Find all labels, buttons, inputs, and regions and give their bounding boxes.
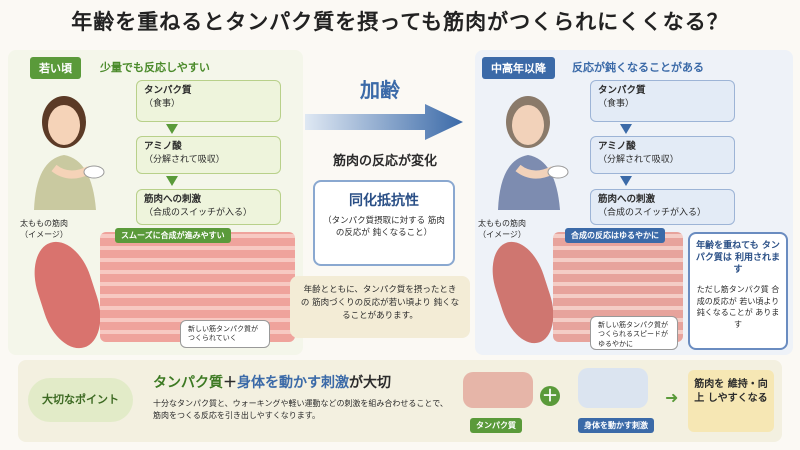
- older-note: 反応が鈍くなることがある: [572, 61, 704, 74]
- key-point-badge-text: 大切なポイント: [42, 393, 119, 406]
- older-tag: 中高年以降: [482, 57, 555, 79]
- headline-end: が大切: [349, 375, 391, 391]
- page-title: 年齢を重ねるとタンパク質を摂っても筋肉がつくられにくくなる？: [71, 10, 729, 34]
- young-woman-illustration: [34, 96, 105, 210]
- result-text: 筋肉を 維持・向上 しやすくなる: [694, 379, 768, 404]
- young-tag: 若い頃: [30, 57, 81, 79]
- result-box: 筋肉を 維持・向上 しやすくなる: [688, 370, 774, 432]
- exercise-label: 身体を動かす刺激: [578, 418, 654, 433]
- young-step-amino-title: アミノ酸: [144, 141, 182, 152]
- headline-exercise: 身体を動かす刺激: [237, 375, 349, 391]
- young-arrow-1: [166, 124, 178, 134]
- older-step-stimulus: 筋肉への刺激 （合成のスイッチが入る）: [590, 189, 735, 225]
- older-muscle-label-sub: （イメージ）: [478, 230, 526, 239]
- young-step-protein-sub: （食事）: [144, 98, 181, 109]
- aging-label: 加齢: [360, 78, 400, 102]
- result-arrow-icon: ➜: [665, 388, 679, 407]
- headline-protein: タンパク質: [153, 375, 223, 391]
- food-label: タンパク質: [470, 418, 522, 433]
- young-step-protein-title: タンパク質: [144, 85, 192, 96]
- older-step-amino-title: アミノ酸: [598, 141, 636, 152]
- change-label: 筋肉の反応が変化: [332, 154, 437, 169]
- aging-arrow: [305, 104, 463, 140]
- key-point-headline: タンパク質＋身体を動かす刺激が大切: [153, 372, 391, 392]
- resistance-box: 同化抵抗性 （タンパク質摂取に対する 筋肉の反応が 鈍くなること）: [313, 180, 455, 266]
- older-muscle-label-text: 太ももの筋肉: [478, 219, 526, 228]
- key-point-section: 大切なポイント タンパク質＋身体を動かす刺激が大切 十分なタンパク質と、ウォーキ…: [18, 360, 782, 442]
- older-arrow-2: [620, 176, 632, 186]
- young-muscle-label-text: 太ももの筋肉: [20, 219, 68, 228]
- older-info-desc: ただし筋タンパク質 合成の反応が 若い頃より 鈍くなることが あります: [696, 285, 780, 329]
- young-muscle-label: 太ももの筋肉 （イメージ）: [20, 218, 68, 240]
- walking-people-icon: [578, 368, 648, 408]
- older-banner: 合成の反応はゆるやかに: [565, 228, 665, 243]
- young-muscle-label-sub: （イメージ）: [20, 230, 68, 239]
- older-step-protein-sub: （食事）: [598, 98, 635, 109]
- older-muscle-label: 太ももの筋肉 （イメージ）: [478, 218, 526, 240]
- young-step-stimulus: 筋肉への刺激 （合成のスイッチが入る）: [136, 189, 281, 225]
- fish-food-icon: [463, 372, 533, 408]
- center-note: 年齢とともに、タンパク質を摂ったときの 筋肉づくりの反応が若い頃より 鈍くなるこ…: [290, 276, 470, 338]
- young-note: 少量でも反応しやすい: [100, 61, 210, 74]
- older-step-protein-title: タンパク質: [598, 85, 646, 96]
- older-info-box: 年齢を重ねても タンパク質は 利用されます ただし筋タンパク質 合成の反応が 若…: [688, 232, 788, 350]
- key-point-badge: 大切なポイント: [28, 378, 133, 422]
- center-note-text: 年齢とともに、タンパク質を摂ったときの 筋肉づくりの反応が若い頃より 鈍くなるこ…: [300, 285, 460, 321]
- headline-plus: ＋: [223, 375, 237, 391]
- young-step-stimulus-title: 筋肉への刺激: [144, 194, 202, 205]
- older-info-title: 年齢を重ねても タンパク質は 利用されます: [695, 241, 781, 276]
- young-banner: スムーズに合成が進みやすい: [115, 228, 231, 243]
- older-woman-illustration: [498, 96, 569, 210]
- key-point-desc: 十分なタンパク質と、ウォーキングや軽い運動などの刺激を組み合わせることで、 筋肉…: [153, 399, 448, 420]
- older-step-amino: アミノ酸 （分解されて吸収）: [590, 136, 735, 174]
- plus-icon: ＋: [540, 386, 560, 406]
- older-step-protein: タンパク質 （食事）: [590, 80, 735, 122]
- young-step-amino-sub: （分解されて吸収）: [144, 154, 225, 165]
- young-step-protein: タンパク質 （食事）: [136, 80, 281, 122]
- older-step-amino-sub: （分解されて吸収）: [598, 154, 679, 165]
- young-step-amino: アミノ酸 （分解されて吸収）: [136, 136, 281, 174]
- young-callout: 新しい筋タンパク質が つくられていく: [180, 320, 270, 348]
- young-arrow-2: [166, 176, 178, 186]
- older-step-stimulus-sub: （合成のスイッチが入る）: [598, 207, 707, 218]
- resistance-desc: （タンパク質摂取に対する 筋肉の反応が 鈍くなること）: [323, 216, 445, 238]
- older-arrow-1: [620, 124, 632, 134]
- older-step-stimulus-title: 筋肉への刺激: [598, 194, 656, 205]
- older-callout: 新しい筋タンパク質が つくられるスピードが ゆるやかに: [590, 316, 678, 350]
- young-step-stimulus-sub: （合成のスイッチが入る）: [144, 207, 253, 218]
- resistance-title: 同化抵抗性: [349, 193, 419, 209]
